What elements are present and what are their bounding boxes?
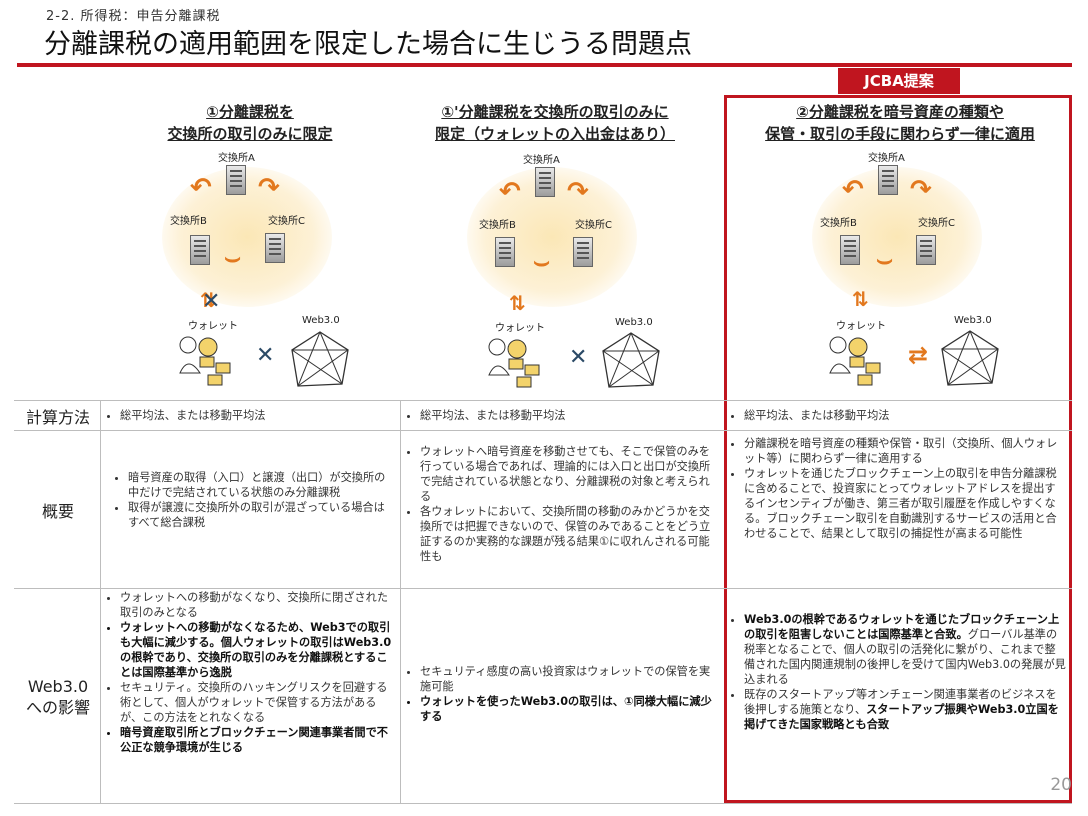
overview-col3: 分離課税を暗号資産の種類や保管・取引（交換所、個人ウォレット等）に関わらず一律に… <box>732 436 1066 541</box>
page-title: 分離課税の適用範囲を限定した場合に生じうる問題点 <box>44 29 692 60</box>
calc-method-col1: 総平均法、または移動平均法 <box>108 408 393 423</box>
exchange-c-building-icon <box>916 235 936 265</box>
exchange-c-label: 交換所C <box>918 218 955 229</box>
wallet-person-icon <box>829 336 881 386</box>
exchange-b-label: 交換所B <box>479 220 516 231</box>
diagram-uniform-application: 交換所A 交換所B 交換所C ↶ ↷ ⌣ ⇅ ウォレット Web3.0 ⇄ <box>800 145 1000 415</box>
exchange-b-building-icon <box>495 237 515 267</box>
table-rule <box>14 400 1072 401</box>
exchange-b-building-icon <box>190 235 210 265</box>
cycle-arrow-icon: ⌣ <box>224 243 242 273</box>
jcba-proposal-frame <box>724 95 1072 803</box>
diagram-exchange-only: 交換所A 交換所B 交換所C ↶ ↷ ⌣ ⇅ ✕ ウォレット Web3.0 ✕ <box>150 145 350 415</box>
exchange-c-label: 交換所C <box>575 220 612 231</box>
wallet-person-icon <box>488 338 540 388</box>
exchange-c-label: 交換所C <box>268 216 305 227</box>
blocked-x-icon: ✕ <box>256 343 275 368</box>
exchange-a-building-icon <box>878 165 898 195</box>
exchange-a-label: 交換所A <box>868 153 905 164</box>
web3-label: Web3.0 <box>615 317 653 328</box>
column-1-heading: ①分離課税を 交換所の取引のみに限定 <box>167 103 333 143</box>
exchange-glow <box>162 167 332 307</box>
impact-col1: ウォレットへの移動がなくなり、交換所に閉ざされた取引のみとなる ウォレットへの移… <box>108 590 396 755</box>
cycle-arrow-icon: ↶ <box>190 173 212 203</box>
wallet-person-icon <box>179 336 231 386</box>
cycle-arrow-icon: ↷ <box>258 173 280 203</box>
row-label-web3-impact: Web3.0 への影響 <box>25 677 90 717</box>
web3-network-icon <box>941 330 999 386</box>
diagram-exchange-with-wallet: 交換所A 交換所B 交換所C ↶ ↷ ⌣ ⇅ ウォレット Web3.0 ✕ <box>455 145 660 415</box>
bidirectional-arrows-icon: ⇄ <box>908 341 929 369</box>
web3-network-icon <box>602 332 660 388</box>
wallet-transfer-arrows-icon: ⇅ <box>852 287 869 311</box>
exchange-b-label: 交換所B <box>170 216 207 227</box>
blocked-transfer-icon: ⇅ <box>200 288 217 312</box>
wallet-label: ウォレット <box>495 323 545 334</box>
breadcrumb: 2-2. 所得税：申告分離課税 <box>46 9 221 24</box>
wallet-label: ウォレット <box>188 321 238 332</box>
web3-label: Web3.0 <box>302 315 340 326</box>
impact-col3: Web3.0の根幹であるウォレットを通じたブロックチェーン上の取引を阻害しないこ… <box>732 612 1066 732</box>
column-2-heading: ①'分離課税を交換所の取引のみに 限定（ウォレットの入出金はあり） <box>434 103 675 143</box>
cycle-arrow-icon: ⌣ <box>876 245 894 275</box>
cycle-arrow-icon: ↷ <box>910 175 932 205</box>
table-rule <box>14 430 1072 431</box>
cycle-arrow-icon: ↶ <box>499 177 521 207</box>
table-rule <box>100 400 101 803</box>
wallet-transfer-arrows-icon: ⇅ <box>509 291 526 315</box>
wallet-label: ウォレット <box>836 321 886 332</box>
exchange-b-label: 交換所B <box>820 218 857 229</box>
calc-method-col2: 総平均法、または移動平均法 <box>408 408 718 423</box>
jcba-proposal-badge: JCBA提案 <box>838 68 960 94</box>
title-divider <box>17 63 1072 67</box>
column-3-heading: ②分離課税を暗号資産の種類や 保管・取引の手段に関わらず一律に適用 <box>765 103 1035 143</box>
page-number: 20 <box>1050 775 1072 795</box>
web3-label: Web3.0 <box>954 315 992 326</box>
cycle-arrow-icon: ⌣ <box>533 247 551 277</box>
overview-col2: ウォレットへ暗号資産を移動させても、そこで保管のみを行っている場合であれば、理論… <box>408 444 718 564</box>
table-rule <box>14 588 1072 589</box>
row-label-overview: 概要 <box>41 502 74 521</box>
table-rule <box>14 803 1072 804</box>
cycle-arrow-icon: ↶ <box>842 175 864 205</box>
blocked-x-icon: ✕ <box>202 289 221 314</box>
overview-col1: 暗号資産の取得（入口）と譲渡（出口）が交換所の中だけで完結されている状態のみ分離… <box>116 470 394 530</box>
exchange-a-label: 交換所A <box>218 153 255 164</box>
calc-method-col3: 総平均法、または移動平均法 <box>732 408 1066 423</box>
web3-network-icon <box>291 331 349 387</box>
blocked-x-icon: ✕ <box>569 345 588 370</box>
exchange-a-building-icon <box>226 165 246 195</box>
table-rule <box>400 400 401 803</box>
impact-col2: セキュリティ感度の高い投資家はウォレットでの保管を実施可能 ウォレットを使ったW… <box>408 664 718 724</box>
exchange-c-building-icon <box>573 237 593 267</box>
cycle-arrow-icon: ↷ <box>567 177 589 207</box>
exchange-a-label: 交換所A <box>523 155 560 166</box>
exchange-c-building-icon <box>265 233 285 263</box>
row-label-calc-method: 計算方法 <box>25 408 90 427</box>
exchange-a-building-icon <box>535 167 555 197</box>
exchange-b-building-icon <box>840 235 860 265</box>
